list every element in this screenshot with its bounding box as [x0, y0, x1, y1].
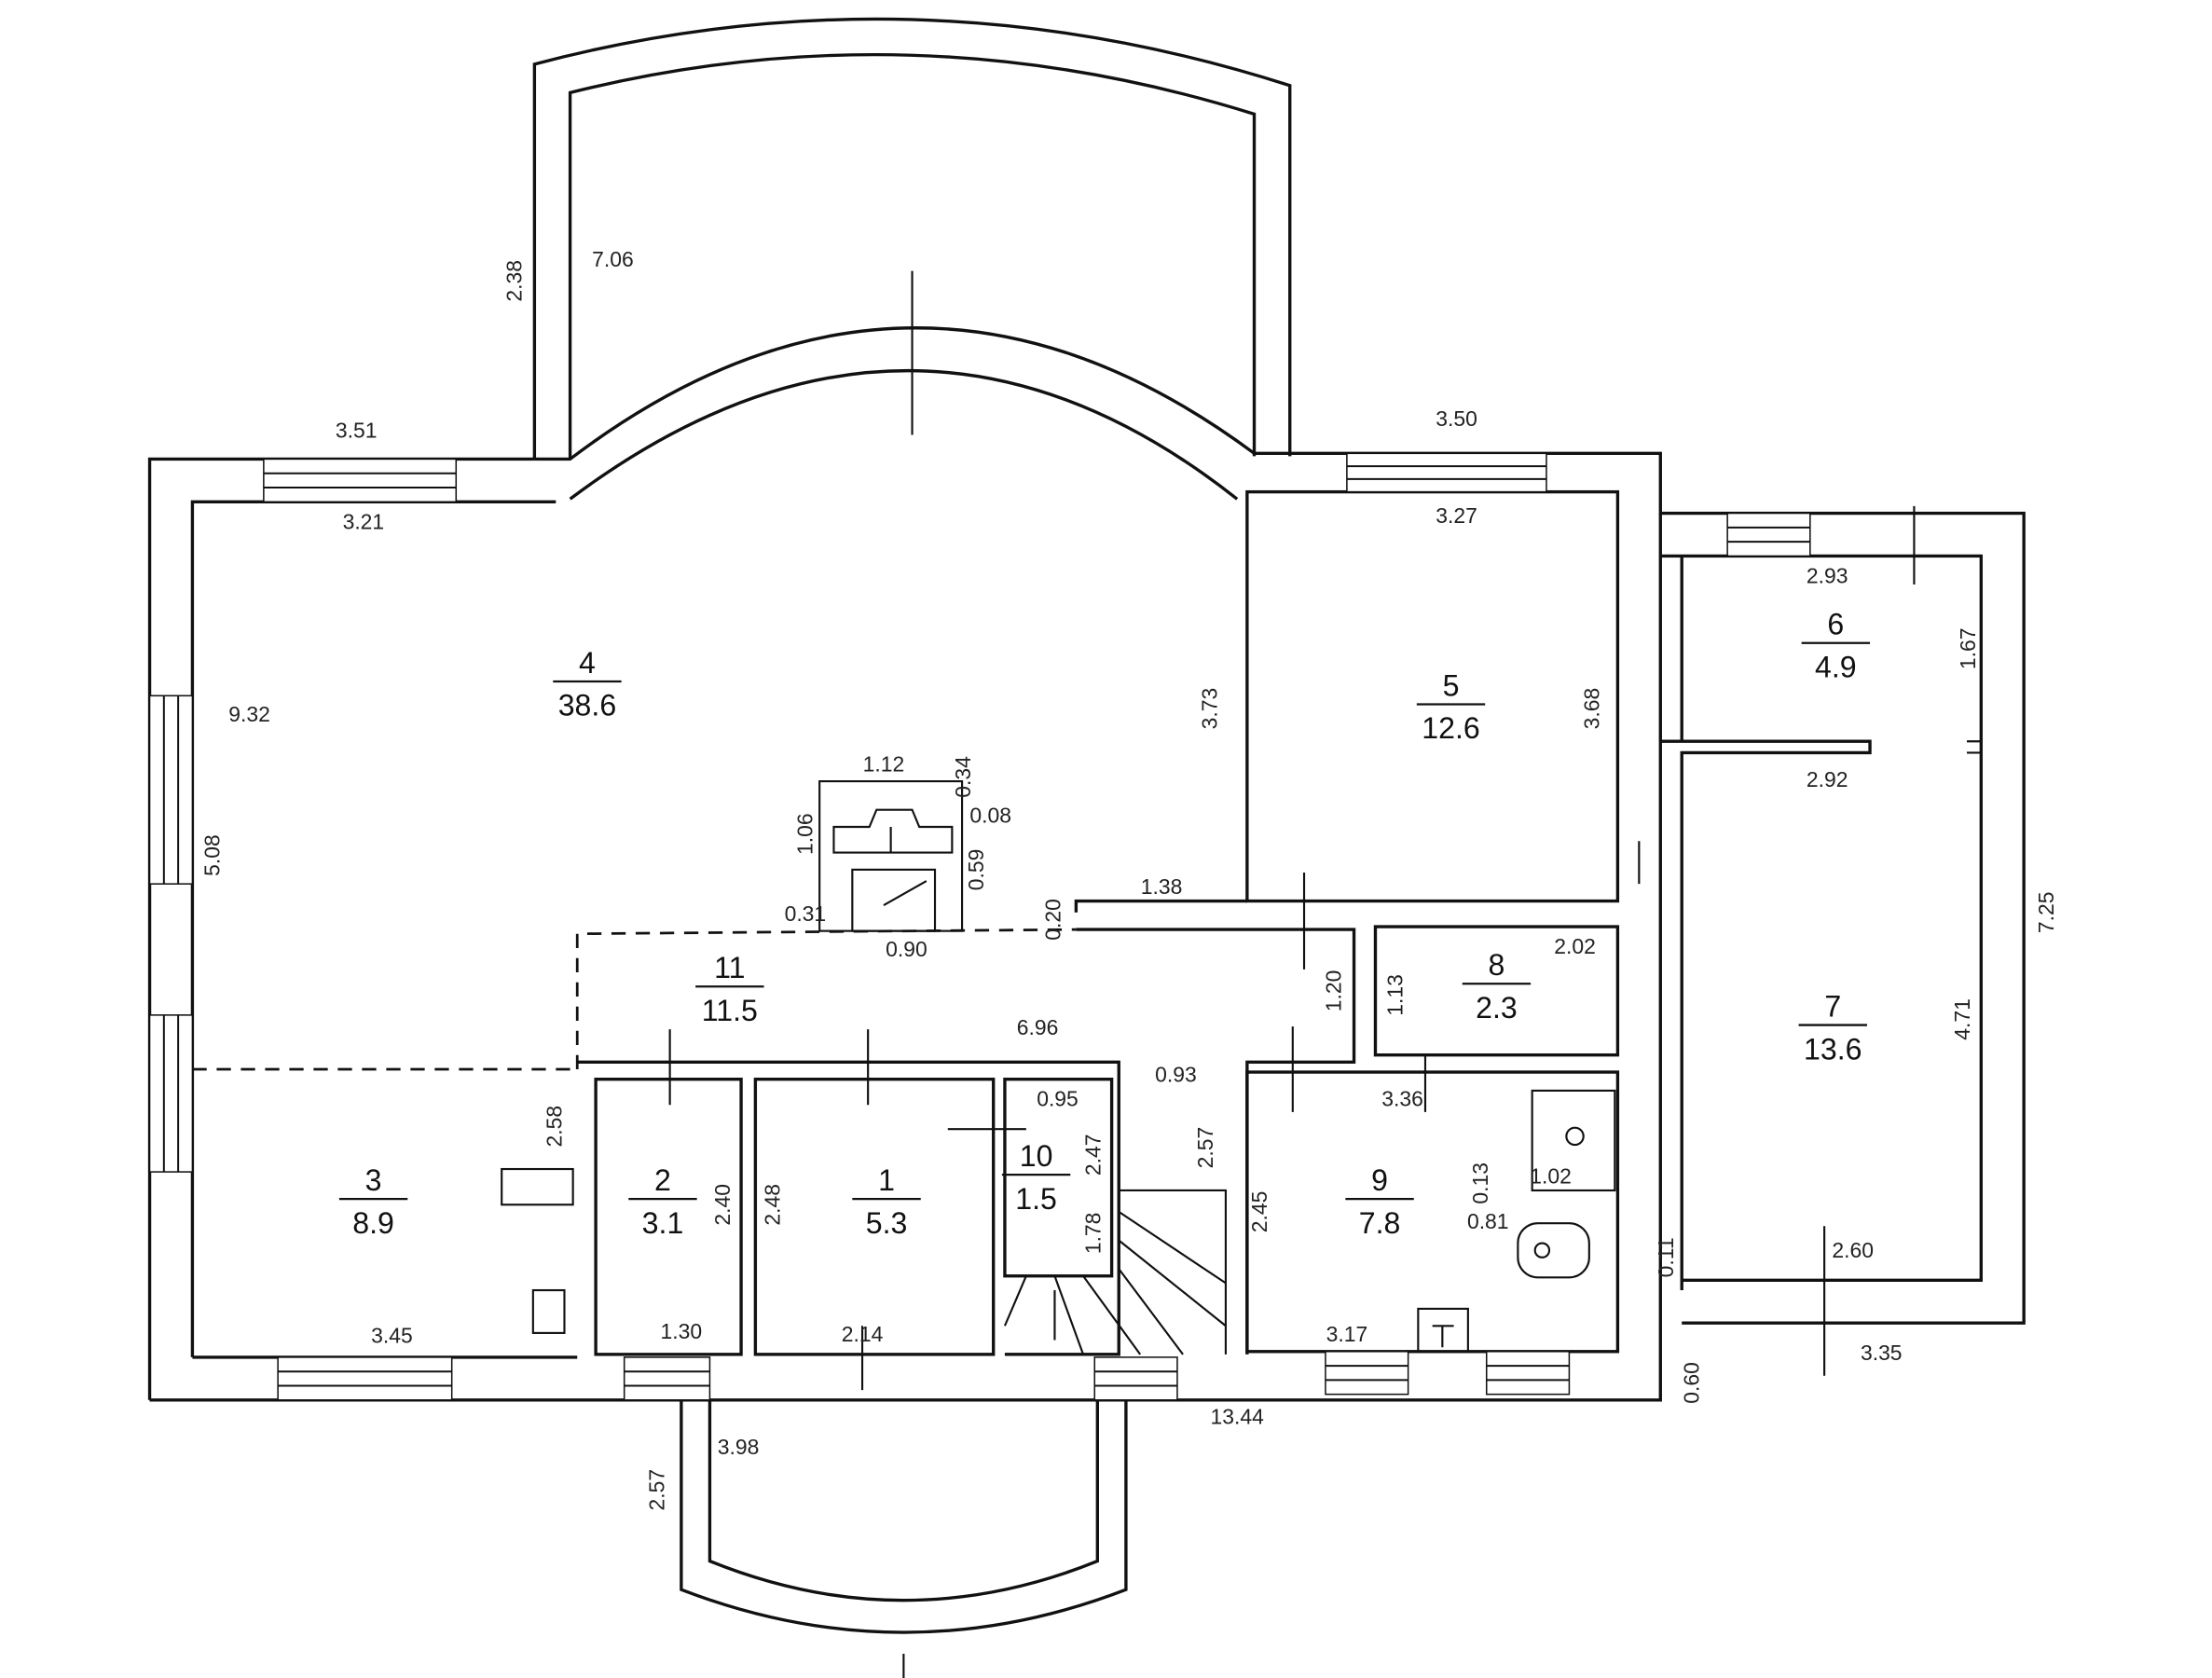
room-area: 4.9 [1815, 650, 1857, 683]
dimension-label: 0.08 [969, 803, 1011, 827]
room-area: 1.5 [1015, 1182, 1057, 1216]
room-7: 713.6 [1798, 989, 1867, 1066]
room-number: 10 [1020, 1139, 1053, 1173]
dimension-label: 7.25 [2034, 891, 2058, 933]
room-area: 8.9 [352, 1206, 394, 1240]
room-labels: 15.323.138.9438.6512.664.9713.682.397.81… [338, 608, 1871, 1240]
dimension-label: 0.93 [1155, 1063, 1197, 1087]
room-number: 9 [1371, 1163, 1388, 1197]
room-number: 4 [579, 646, 596, 680]
dimension-label: 0.95 [1037, 1087, 1079, 1111]
dimension-label: 1.12 [863, 751, 905, 776]
dimension-label: 0.60 [1680, 1362, 1704, 1404]
room-number: 3 [365, 1163, 382, 1197]
room-2: 23.1 [628, 1163, 697, 1240]
room-area: 11.5 [702, 994, 758, 1027]
room-3: 38.9 [338, 1163, 408, 1240]
dimension-label: 2.47 [1080, 1134, 1105, 1176]
dimension-label: 1.78 [1080, 1213, 1105, 1255]
dimension-label: 2.40 [710, 1184, 735, 1226]
room-number: 1 [878, 1163, 895, 1197]
windows [148, 452, 1811, 1401]
dimension-label: 2.57 [644, 1469, 668, 1511]
dimension-label: 0.59 [964, 849, 988, 891]
dimension-label: 3.50 [1436, 406, 1477, 431]
room-10: 101.5 [1001, 1139, 1071, 1216]
dimension-label: 3.21 [343, 509, 385, 533]
dimension-label: 1.67 [1956, 628, 1980, 670]
dimension-label: 3.98 [718, 1435, 760, 1459]
dimension-label: 3.27 [1436, 503, 1477, 528]
room-area: 3.1 [642, 1206, 684, 1240]
dimension-label: 13.44 [1210, 1405, 1264, 1429]
dimension-label: 3.45 [371, 1324, 413, 1348]
dimension-label: 2.57 [1193, 1127, 1217, 1169]
dimension-label: 3.36 [1381, 1087, 1423, 1111]
dimension-label: 3.51 [336, 418, 378, 442]
room-number: 7 [1824, 989, 1841, 1023]
dimension-label: 3.68 [1579, 688, 1603, 730]
dimension-label: 1.13 [1382, 974, 1407, 1016]
room-area: 7.8 [1359, 1206, 1401, 1240]
dimension-label: 0.90 [886, 937, 927, 961]
room-number: 6 [1827, 608, 1844, 641]
dimension-label: 1.30 [661, 1319, 703, 1343]
room-5: 512.6 [1416, 668, 1486, 745]
dimension-label: 2.92 [1807, 767, 1848, 791]
dimension-label: 0.20 [1041, 899, 1065, 941]
dimension-label: 0.81 [1467, 1209, 1509, 1233]
room-area: 13.6 [1804, 1032, 1862, 1066]
room-area: 38.6 [558, 689, 616, 722]
dimension-label: 0.11 [1654, 1237, 1678, 1277]
dimension-label: 0.31 [785, 901, 827, 926]
dimension-label: 0.13 [1468, 1162, 1492, 1204]
dimension-label: 3.73 [1198, 688, 1222, 730]
dimension-label: 1.06 [792, 813, 817, 855]
dimension-label: 0.34 [951, 756, 975, 798]
dimension-label: 2.45 [1247, 1191, 1271, 1233]
room-9: 97.8 [1345, 1163, 1414, 1240]
room-number: 11 [714, 951, 745, 984]
dimension-label: 6.96 [1017, 1015, 1059, 1039]
dimension-label: 3.35 [1861, 1341, 1903, 1365]
walls [147, 17, 2026, 1678]
dimension-label: 1.20 [1322, 970, 1346, 1012]
room-area: 12.6 [1422, 711, 1479, 745]
room-8: 82.3 [1462, 948, 1532, 1025]
room-area: 5.3 [866, 1206, 908, 1240]
dimension-label: 2.60 [1832, 1238, 1874, 1262]
dimension-label: 3.17 [1326, 1322, 1368, 1346]
room-1: 15.3 [852, 1163, 921, 1240]
dimension-labels: 7.062.383.513.213.503.272.931.679.325.08… [199, 247, 2058, 1511]
room-11: 11 11.5 [695, 951, 764, 1027]
dimension-label: 7.06 [592, 247, 634, 271]
room-number: 2 [654, 1163, 671, 1197]
dimension-label: 2.93 [1807, 563, 1848, 587]
dimension-label: 5.08 [199, 834, 224, 876]
room-4: 438.6 [553, 646, 622, 722]
dimension-label: 2.14 [842, 1322, 884, 1346]
dimension-label: 2.48 [760, 1184, 784, 1226]
room-number: 8 [1489, 948, 1505, 982]
room-area: 2.3 [1476, 991, 1518, 1025]
dimension-label: 1.38 [1141, 874, 1183, 899]
dimension-label: 2.58 [542, 1106, 566, 1148]
dimension-label: 2.02 [1554, 934, 1596, 958]
dimension-label: 2.38 [502, 260, 527, 302]
dimension-label: 1.02 [1530, 1163, 1572, 1188]
dimension-label: 4.71 [1950, 998, 1974, 1040]
dimension-label: 9.32 [228, 702, 270, 726]
room-number: 5 [1443, 668, 1460, 702]
room-6: 64.9 [1801, 608, 1871, 683]
